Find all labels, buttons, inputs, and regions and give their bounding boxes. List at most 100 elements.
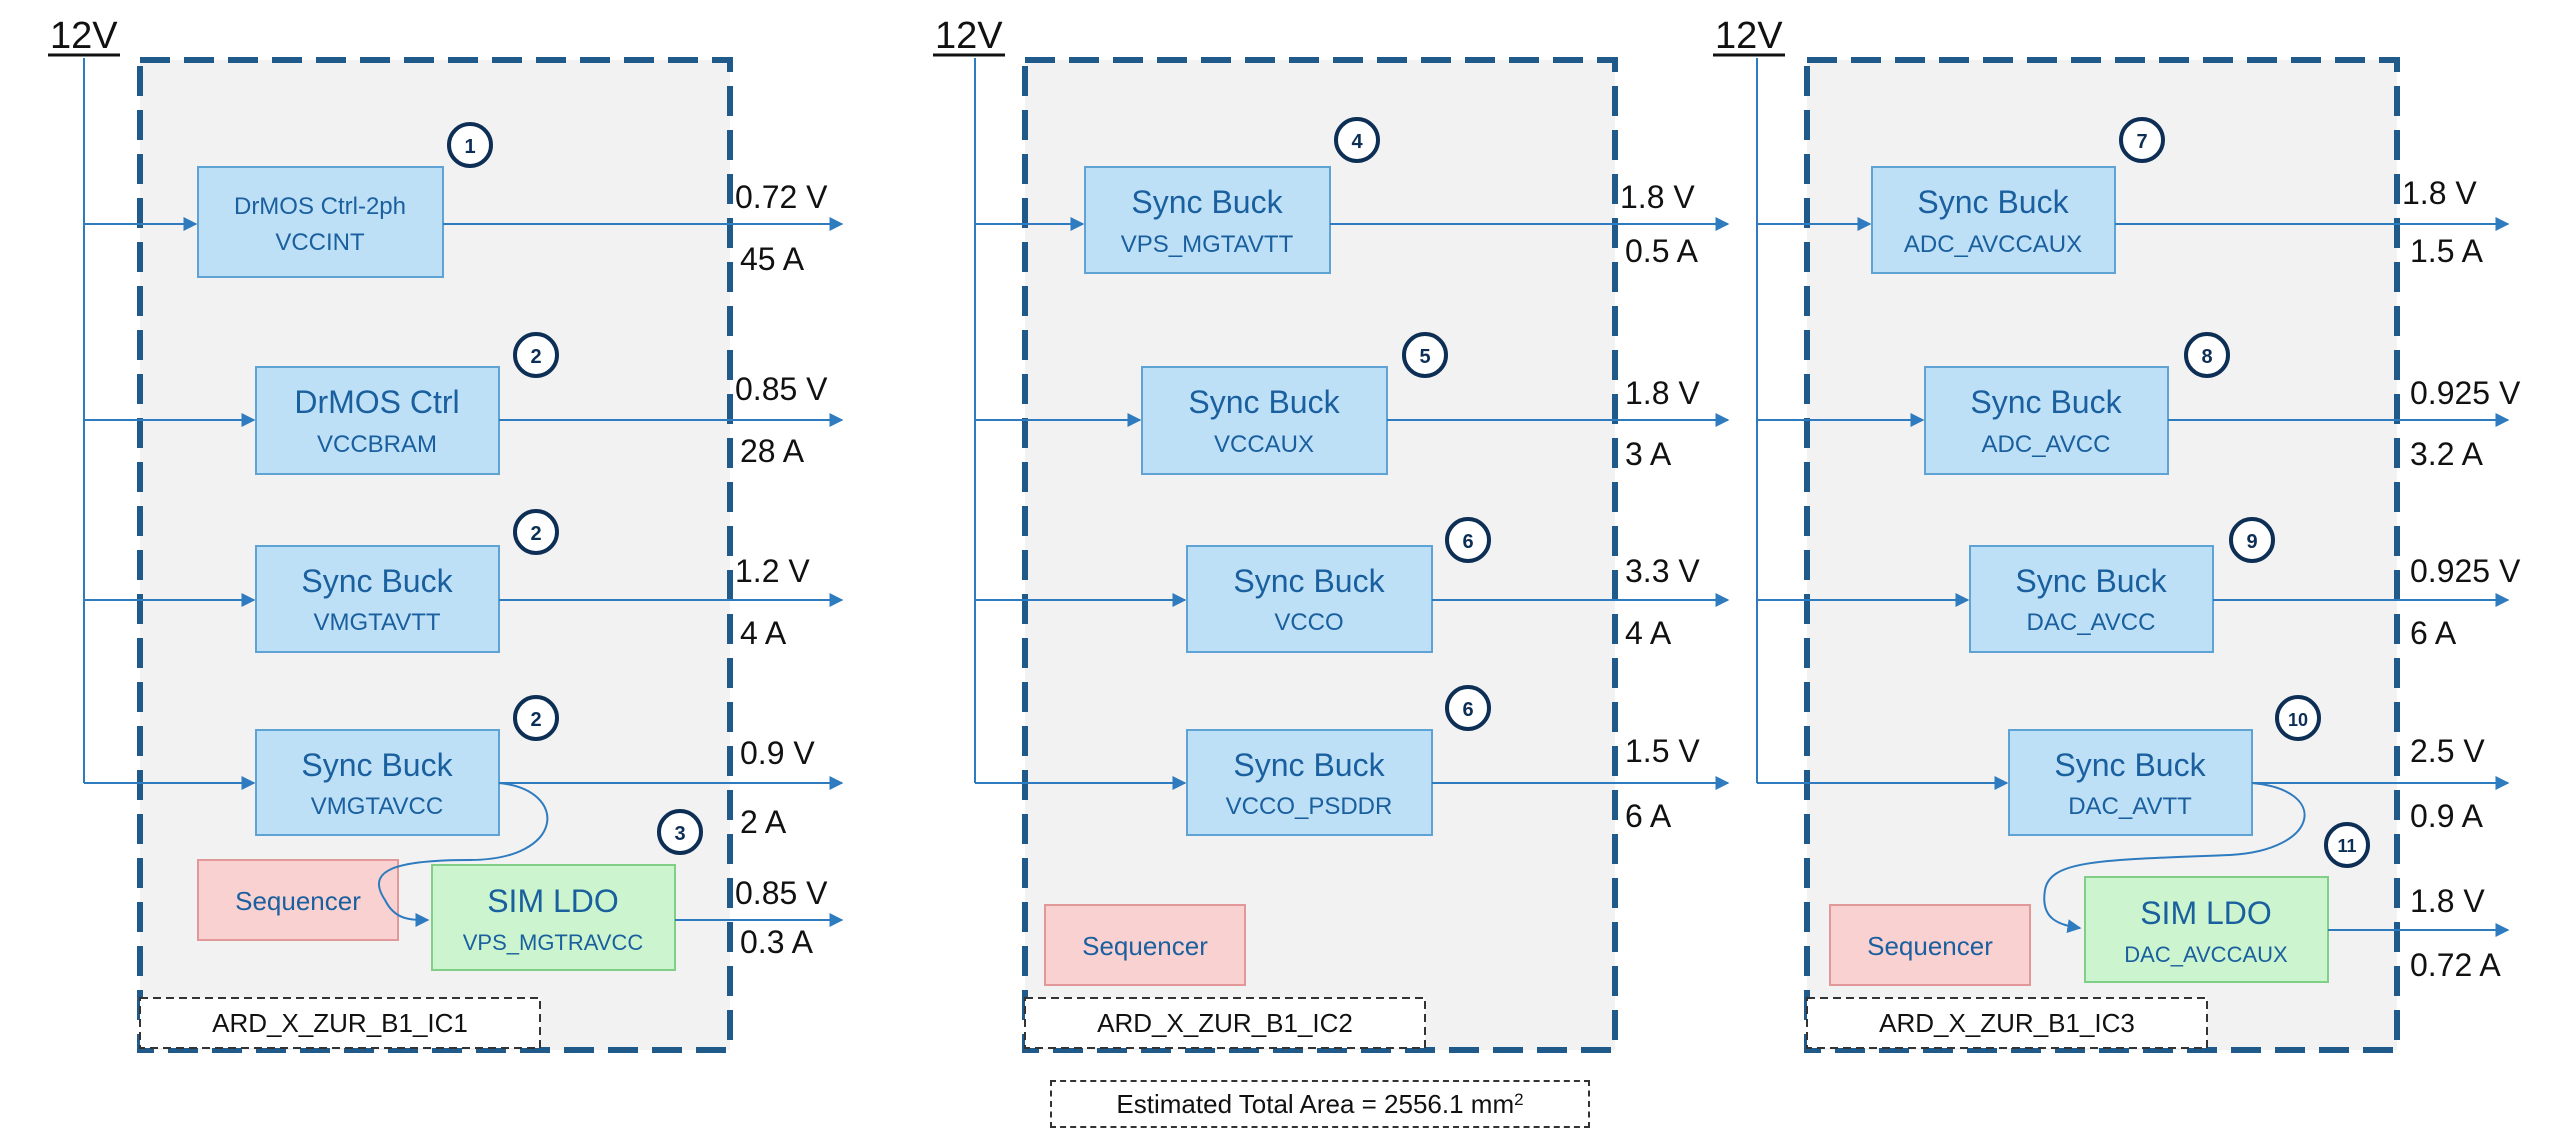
regulator-rail: VMGTAVCC	[311, 793, 443, 820]
sequencer-box	[197, 859, 399, 941]
panel-name: ARD_X_ZUR_B1_IC3	[1879, 1008, 2135, 1038]
regulator-box	[1186, 729, 1433, 836]
output-voltage: 1.8 V	[2410, 883, 2485, 919]
output-current: 45 A	[740, 241, 805, 277]
output-current: 6 A	[1625, 798, 1672, 834]
output-current: 28 A	[740, 433, 805, 469]
enable-chain-wire	[2043, 782, 2306, 934]
output-current: 4 A	[740, 615, 787, 651]
regulator-rail: DAC_AVCCAUX	[2124, 942, 2288, 967]
regulator-box	[255, 366, 500, 475]
regulator-rail: VCCO	[1274, 609, 1343, 636]
output-voltage: 1.8 V	[2402, 175, 2477, 211]
badge-circle	[2119, 117, 2165, 163]
badge-number: 6	[1462, 699, 1473, 721]
output-voltage: 1.8 V	[1625, 375, 1700, 411]
output-voltage: 0.85 V	[735, 371, 828, 407]
output-current: 3.2 A	[2410, 436, 2484, 472]
output-current: 0.3 A	[740, 924, 814, 960]
regulator-title: SIM LDO	[487, 883, 619, 919]
sequencer-label: Sequencer	[1082, 931, 1208, 961]
regulator-rail: ADC_AVCCAUX	[1904, 231, 2082, 258]
output-voltage: 2.5 V	[2410, 733, 2485, 769]
output-voltage: 0.925 V	[2410, 375, 2521, 411]
panel-ic1: 12V DrMOS Ctrl-2ph VCCINT 0.72 V 45 A 1 …	[48, 15, 844, 1053]
regulator-title: DrMOS Ctrl	[294, 384, 459, 420]
badge-number: 4	[1351, 131, 1363, 153]
regulator-title: Sync Buck	[1917, 184, 2069, 220]
sequencer-box	[1044, 904, 1246, 986]
supply-label: 12V	[1715, 15, 1783, 57]
badge-circle	[1445, 685, 1491, 731]
output-voltage: 1.5 V	[1625, 733, 1700, 769]
output-voltage: 0.72 V	[735, 179, 828, 215]
regulator-title: Sync Buck	[2054, 747, 2206, 783]
badge-circle	[2229, 517, 2275, 563]
badge-circle	[513, 332, 559, 378]
output-current: 4 A	[1625, 615, 1672, 651]
badge-circle	[447, 122, 493, 168]
regulator-rail: VCCINT	[275, 229, 365, 256]
regulator-title: DrMOS Ctrl-2ph	[234, 193, 406, 220]
badge-number: 2	[530, 523, 541, 545]
output-current: 0.72 A	[2410, 947, 2501, 983]
regulator-box	[1084, 166, 1331, 274]
badge-circle	[1445, 517, 1491, 563]
badge-number: 10	[2288, 710, 2308, 730]
panel-ic2: 12V Sync Buck VPS_MGTAVTT 1.8 V 0.5 A 4 …	[933, 15, 1730, 1053]
badge-number: 3	[674, 823, 685, 845]
badge-number: 5	[1419, 346, 1430, 368]
badge-circle	[2184, 332, 2230, 378]
badge-number: 2	[530, 709, 541, 731]
regulator-title: Sync Buck	[1233, 747, 1385, 783]
sequencer-label: Sequencer	[235, 886, 361, 916]
regulator-box	[1141, 366, 1388, 475]
sequencer-label: Sequencer	[1867, 931, 1993, 961]
output-current: 0.5 A	[1625, 233, 1699, 269]
regulator-rail: DAC_AVCC	[2027, 609, 2156, 636]
regulator-box	[1871, 166, 2116, 274]
output-current: 1.5 A	[2410, 233, 2484, 269]
panel-name-box	[1024, 997, 1426, 1049]
output-current: 0.9 A	[2410, 798, 2484, 834]
output-voltage: 0.925 V	[2410, 553, 2521, 589]
regulator-box	[1186, 545, 1433, 653]
regulator-box	[255, 729, 500, 836]
badge-number: 7	[2136, 131, 2147, 153]
badge-circle	[1334, 117, 1380, 163]
badge-number: 6	[1462, 531, 1473, 553]
regulator-title: Sync Buck	[1131, 184, 1283, 220]
regulator-rail: DAC_AVTT	[2068, 793, 2192, 820]
badge-number: 9	[2246, 531, 2257, 553]
regulator-title: Sync Buck	[301, 747, 453, 783]
output-current: 3 A	[1625, 436, 1672, 472]
output-current: 6 A	[2410, 615, 2457, 651]
badge-circle	[2324, 822, 2370, 868]
panel-name: ARD_X_ZUR_B1_IC2	[1097, 1008, 1353, 1038]
regulator-rail: VMGTAVTT	[313, 609, 440, 636]
regulator-rail: ADC_AVCC	[1982, 431, 2111, 458]
panel-name-box	[1806, 997, 2208, 1049]
regulator-box	[255, 545, 500, 653]
badge-number: 1	[464, 136, 475, 158]
regulator-rail: VCCAUX	[1214, 431, 1314, 458]
regulator-title: Sync Buck	[2015, 563, 2167, 599]
regulator-rail: VCCBRAM	[317, 431, 437, 458]
panel-name-box	[139, 997, 541, 1049]
supply-label: 12V	[935, 15, 1003, 57]
regulator-rail: VCCO_PSDDR	[1226, 793, 1393, 820]
total-area-superscript: 2	[1514, 1090, 1524, 1109]
sequencer-box	[1829, 904, 2031, 986]
panel-name: ARD_X_ZUR_B1_IC1	[212, 1008, 468, 1038]
badge-circle	[513, 695, 559, 741]
badge-circle	[657, 809, 703, 855]
enable-chain-wire	[378, 782, 549, 927]
regulator-title: Sync Buck	[301, 563, 453, 599]
ldo-box	[2084, 876, 2329, 983]
total-area-label: Estimated Total Area = 2556.1 mm	[1116, 1088, 1515, 1119]
ldo-box	[431, 864, 676, 971]
output-voltage: 0.9 V	[740, 735, 815, 771]
badge-number: 8	[2201, 346, 2212, 368]
